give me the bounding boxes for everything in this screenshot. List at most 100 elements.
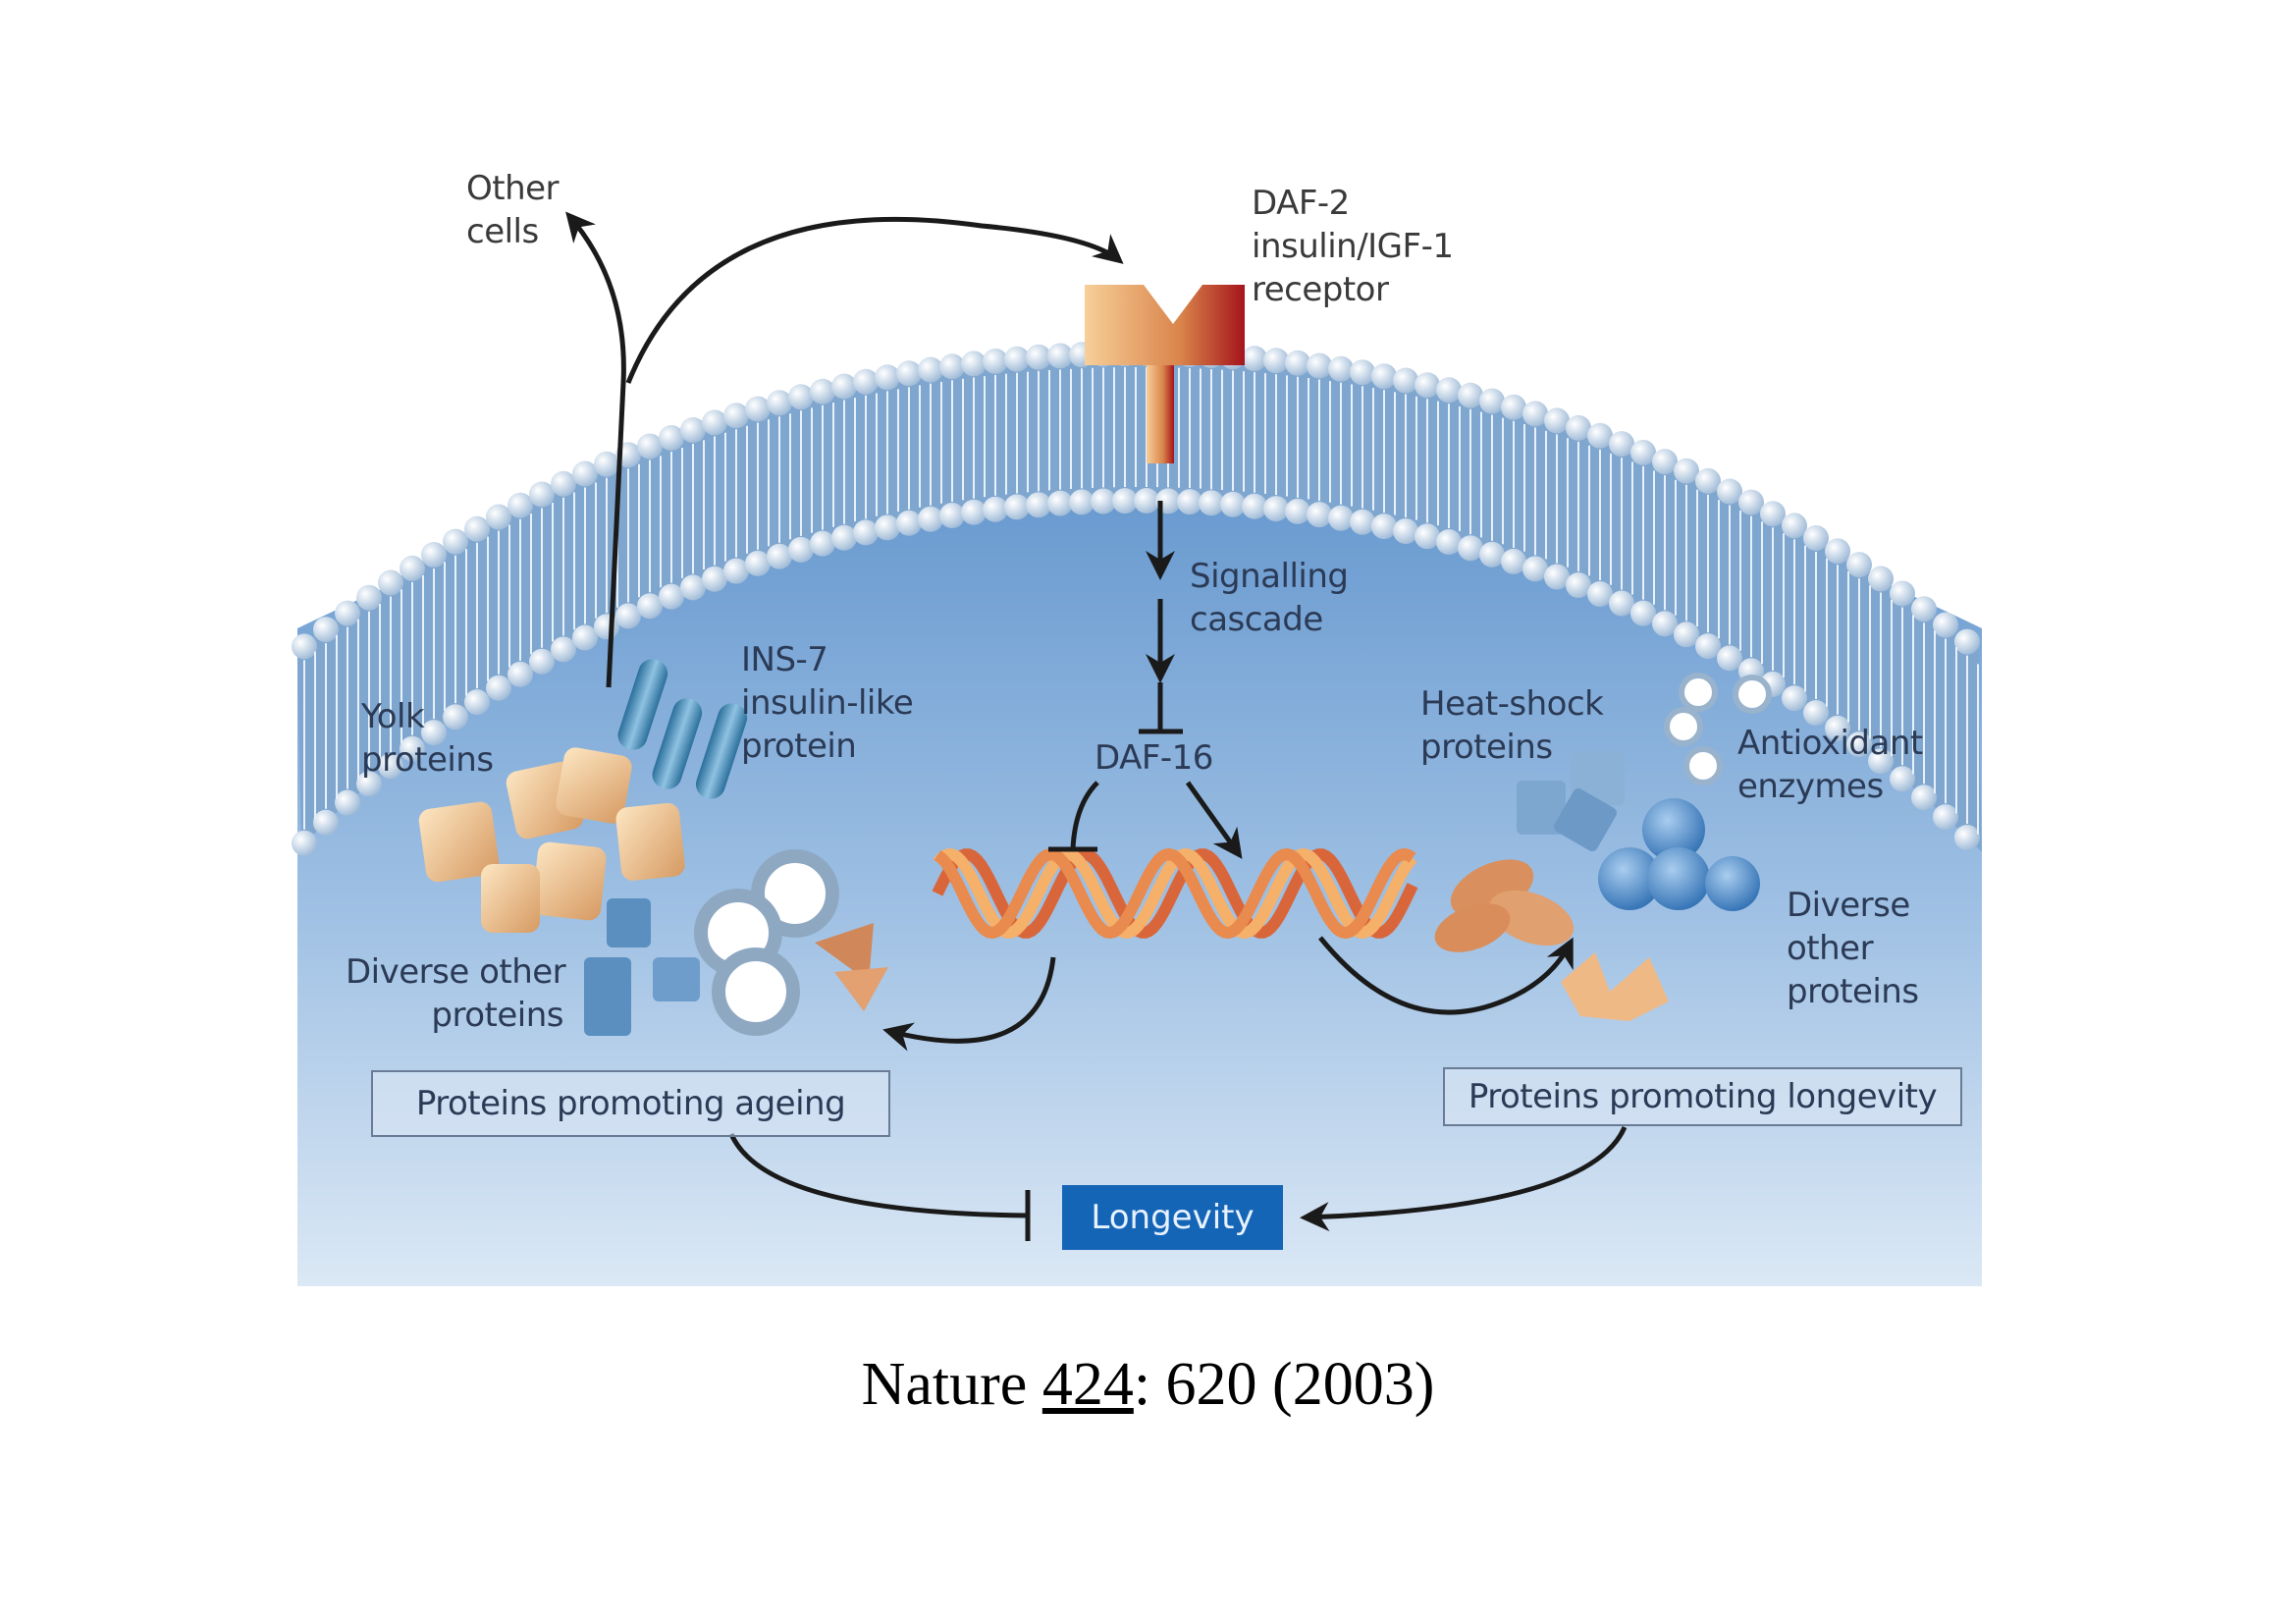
lipid-head — [1004, 346, 1030, 372]
diverse-left-line2: proteins — [431, 996, 563, 1035]
lipid-head — [356, 771, 382, 797]
lipid-head — [723, 558, 749, 584]
lipid-head — [1112, 488, 1138, 514]
lipid-head — [1760, 501, 1786, 527]
lipid-head — [486, 504, 511, 530]
lipid-head — [1717, 478, 1742, 505]
ins7-line3: protein — [741, 727, 857, 766]
citation: Nature 424: 620 (2003) — [0, 1350, 2296, 1420]
lipid-head — [659, 425, 684, 451]
lipid-head — [1890, 766, 1915, 792]
lipid-head — [1134, 488, 1159, 514]
lipid-head — [1803, 525, 1829, 551]
lipid-head — [1371, 514, 1397, 540]
receptor-line1: DAF-2 — [1252, 184, 1350, 223]
lipid-head — [745, 396, 771, 422]
lipid-head — [1263, 496, 1289, 522]
lipid-head — [1393, 367, 1418, 394]
lipid-head — [918, 356, 943, 383]
lipid-head — [1350, 359, 1375, 386]
lipid-head — [853, 368, 879, 395]
lipid-head — [400, 555, 425, 581]
lipid-head — [1091, 488, 1116, 514]
lipid-head — [1630, 600, 1656, 626]
lipid-head — [1846, 731, 1872, 758]
lipid-head — [1695, 633, 1721, 660]
lipid-head — [1350, 509, 1375, 535]
lipid-head — [767, 543, 792, 569]
daf16-label: DAF-16 — [1095, 738, 1213, 778]
lipid-head — [745, 550, 771, 576]
lipid-head — [1458, 535, 1483, 562]
lipid-head — [1307, 502, 1332, 528]
lipid-head — [335, 789, 360, 816]
lipid-head — [1782, 685, 1807, 712]
proteins-promoting-ageing-box: Proteins promoting ageing — [371, 1070, 890, 1137]
antioxidant-enzymes-label: Antioxidant enzymes — [1737, 722, 1923, 808]
lipid-head — [939, 503, 965, 528]
lipid-head — [1911, 784, 1937, 811]
receptor-line2: insulin/IGF-1 — [1252, 227, 1454, 266]
lipid-head — [1609, 590, 1634, 617]
lipid-head — [939, 353, 965, 380]
lipid-head — [1479, 541, 1505, 568]
lipid-head — [313, 617, 339, 643]
heat-shock-proteins-label: Heat-shock proteins — [1420, 682, 1604, 769]
lipid-head — [1674, 622, 1699, 648]
yolk-line2: proteins — [361, 740, 494, 780]
lipid-head — [1436, 529, 1462, 555]
lipid-head — [1522, 401, 1548, 427]
diverse-right-line1: Diverse — [1787, 886, 1910, 925]
arrow-dna-to-longevity — [1318, 936, 1574, 1015]
lipid-head — [1285, 498, 1310, 524]
lipid-head — [961, 351, 987, 377]
inhibit-dna-left — [1048, 781, 1099, 852]
ins7-line2: insulin-like — [741, 683, 914, 723]
lipid-head — [680, 574, 706, 601]
lipid-head — [313, 809, 339, 836]
other-cells-line1: Other — [466, 169, 560, 208]
lipid-head — [1803, 700, 1829, 726]
diverse-right-line2: other — [1787, 929, 1874, 968]
signalling-line2: cascade — [1190, 600, 1323, 639]
yolk-line1: Yolk — [361, 697, 425, 736]
lipid-head — [810, 530, 835, 557]
heat-shock-line1: Heat-shock — [1420, 684, 1604, 724]
lipid-membrane — [292, 341, 1982, 856]
lipid-head — [680, 417, 706, 443]
lipid-head — [637, 593, 663, 620]
lipid-head — [1501, 394, 1526, 420]
citation-volume: 424 — [1041, 1351, 1134, 1418]
lipid-head — [1069, 489, 1095, 515]
other-cells-label: Other cells — [466, 167, 560, 253]
arrow-ins7-to-other-cells — [565, 211, 626, 688]
lipid-head — [1954, 628, 1980, 655]
lipid-head — [875, 514, 900, 541]
lipid-head — [1501, 548, 1526, 574]
lipid-head — [551, 470, 576, 497]
lipid-head — [831, 373, 857, 400]
lipid-head — [292, 633, 317, 660]
citation-pages-year: : 620 (2003) — [1133, 1351, 1435, 1418]
diverse-other-proteins-right-label: Diverse other proteins — [1787, 884, 1919, 1013]
antioxidant-line2: enzymes — [1737, 767, 1884, 806]
ins7-label: INS-7 insulin-like protein — [741, 638, 914, 768]
lipid-head — [918, 506, 943, 532]
lipid-head — [1954, 825, 1980, 850]
diverse-right-line3: proteins — [1787, 972, 1919, 1011]
lipid-head — [1587, 422, 1613, 449]
yolk-proteins-icon — [418, 747, 685, 933]
lipid-head — [1738, 489, 1764, 515]
lipid-head — [702, 409, 727, 436]
yolk-proteins-label: Yolk proteins — [361, 695, 494, 782]
lipid-head — [1285, 350, 1310, 376]
proteins-promoting-longevity-box: Proteins promoting longevity — [1443, 1067, 1962, 1126]
lipid-head — [1371, 363, 1397, 390]
lipid-head — [1415, 372, 1440, 399]
lipid-head — [1199, 490, 1224, 516]
lipid-head — [1307, 352, 1332, 379]
arrow-ins7-to-receptor — [625, 216, 1124, 384]
lipid-head — [1415, 523, 1440, 550]
lipid-head — [983, 496, 1008, 522]
daf2-receptor-icon — [1085, 285, 1245, 463]
